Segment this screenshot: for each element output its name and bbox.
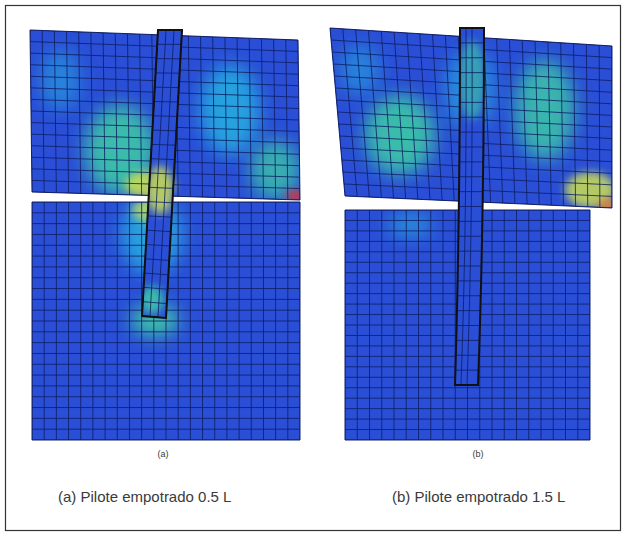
panel-letter: (b): [473, 449, 484, 459]
pile-outline: [142, 30, 182, 318]
pile: [140, 30, 182, 318]
panel-letter: (a): [158, 449, 169, 459]
panel-caption: (a) Pilote empotrado 0.5 L: [58, 488, 231, 505]
pile: [440, 28, 500, 385]
figure-frame: [6, 6, 621, 531]
panel-caption: (b) Pilote empotrado 1.5 L: [392, 488, 565, 505]
